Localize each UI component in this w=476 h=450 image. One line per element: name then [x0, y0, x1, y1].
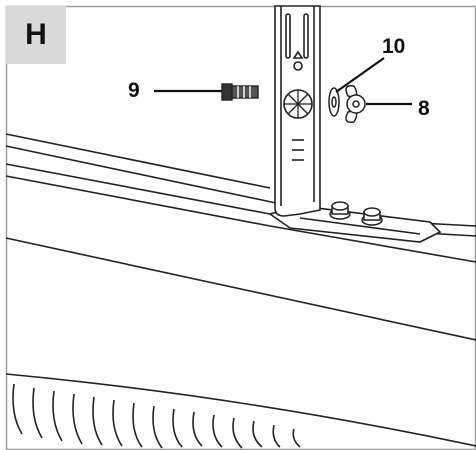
step-badge: H	[6, 6, 66, 64]
washer-part	[328, 87, 340, 117]
corrugated-base	[5, 373, 476, 449]
callout-label-screw: 9	[128, 79, 140, 102]
step-letter: H	[25, 18, 47, 51]
callout-label-washer: 10	[382, 35, 406, 58]
foot-bolts	[329, 201, 383, 226]
wing-nut-part	[345, 84, 366, 124]
leader-line-10	[335, 57, 385, 93]
screw-part	[221, 83, 259, 101]
l-bracket	[274, 5, 321, 217]
leader-lines	[154, 57, 412, 106]
callout-label-wing-nut: 8	[418, 97, 430, 120]
